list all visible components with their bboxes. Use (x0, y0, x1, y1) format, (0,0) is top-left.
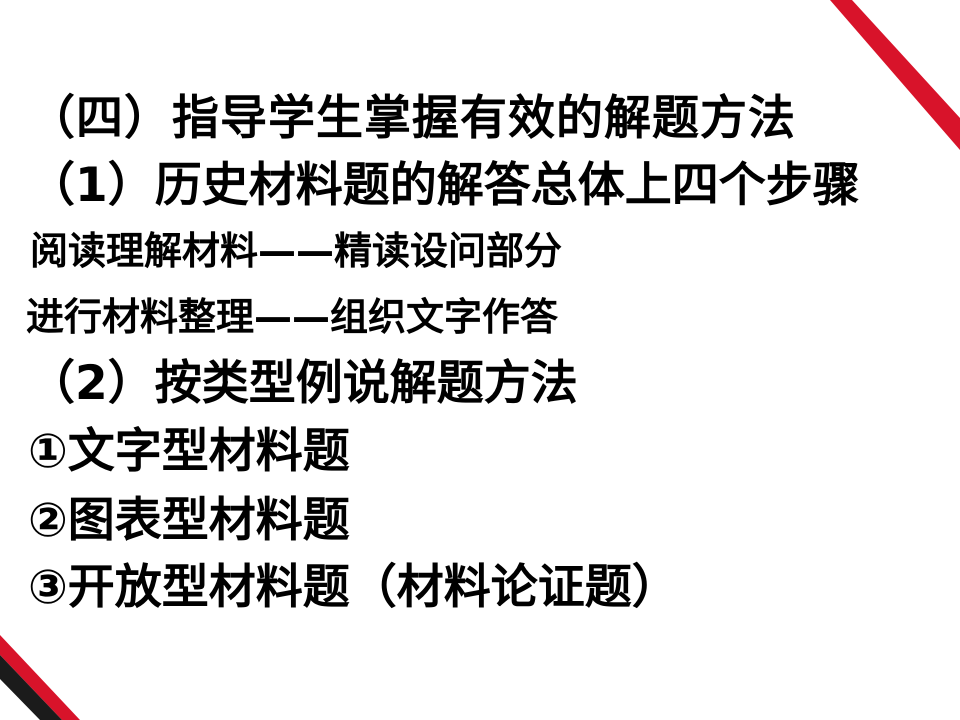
heading-line: （四）指导学生掌握有效的解题方法 (28, 91, 796, 146)
corner-decoration-top-right (830, 0, 960, 150)
step-line: 进行材料整理——组织文字作答 (26, 295, 559, 339)
list-item: ①文字型材料题 (28, 424, 350, 479)
corner-stripe-graphic (0, 635, 80, 720)
subheading-line: （2）按类型例说解题方法 (28, 356, 578, 411)
corner-stripe-graphic (830, 0, 960, 150)
step-line: 阅读理解材料——精读设问部分 (30, 229, 563, 273)
list-item: ③开放型材料题（材料论证题） (28, 560, 679, 615)
subheading-line: （1）历史材料题的解答总体上四个步骤 (28, 158, 860, 213)
list-item: ②图表型材料题 (28, 493, 350, 548)
corner-decoration-bottom-left (0, 635, 80, 720)
